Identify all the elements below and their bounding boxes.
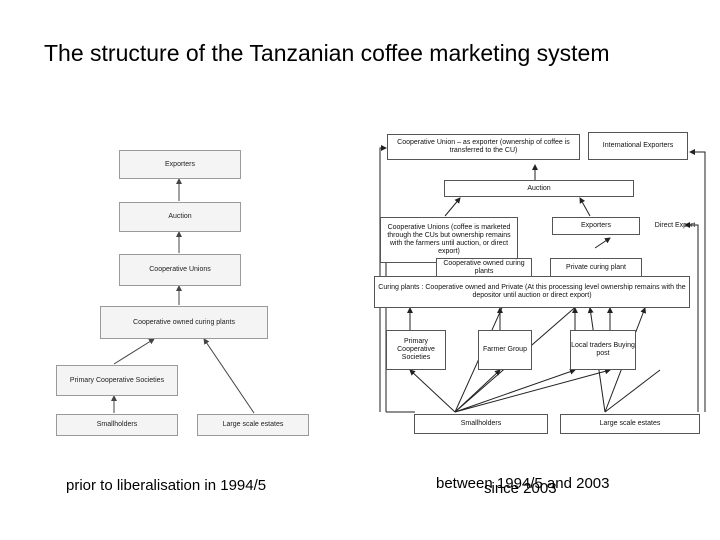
cu-exporter-box: Cooperative Union – as exporter (ownersh… <box>387 134 580 160</box>
page-title: The structure of the Tanzanian coffee ma… <box>44 40 610 66</box>
farmer-group-box: Farmer Group <box>478 330 532 370</box>
left-caption: prior to liberalisation in 1994/5 <box>66 477 267 494</box>
private-curing-box: Private curing plant <box>550 258 642 278</box>
curing-plants-box: Curing plants : Cooperative owned and Pr… <box>374 276 690 308</box>
coop-curing-box: Cooperative owned curing plants <box>436 258 532 278</box>
auction-box: Auction <box>119 202 241 232</box>
local-traders-box: Local traders Buying post <box>570 330 636 370</box>
curing-plants-box: Cooperative owned curing plants <box>100 306 268 339</box>
right-caption: between 1994/5 and 2003 <box>436 475 610 492</box>
auction-box: Auction <box>444 180 634 197</box>
primary-societies-box: Primary Cooperative Societies <box>56 365 178 396</box>
cooperative-unions-box: Cooperative Unions <box>119 254 241 286</box>
exporters-box: Exporters <box>119 150 241 179</box>
right-caption-overlay: since 2003 <box>484 480 557 497</box>
estates-box: Large scale estates <box>560 414 700 434</box>
estates-box: Large scale estates <box>197 414 309 436</box>
right-diagram: Cooperative Union – as exporter (ownersh… <box>360 130 710 442</box>
primary-societies-box: Primary Cooperative Societies <box>386 330 446 370</box>
left-connectors <box>111 178 255 414</box>
smallholders-box: Smallholders <box>56 414 178 436</box>
smallholders-box: Smallholders <box>414 414 548 434</box>
left-diagram: Exporters Auction Cooperative Unions Coo… <box>54 140 312 440</box>
exporters-box: Exporters <box>552 217 640 235</box>
cu-marketing-box: Cooperative Unions (coffee is marketed t… <box>380 217 518 263</box>
direct-export-label: Direct Export <box>654 222 696 229</box>
international-exporters-box: International Exporters <box>588 132 688 160</box>
